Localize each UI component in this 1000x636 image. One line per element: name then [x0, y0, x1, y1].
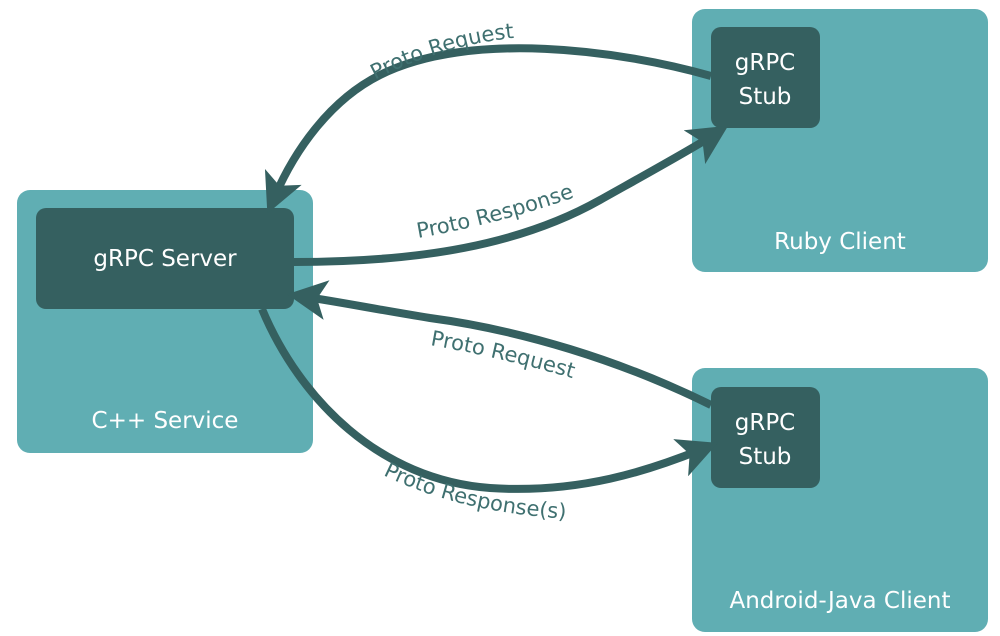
grpc-server-component [36, 208, 294, 309]
arrow-proto-request-ruby [264, 44, 713, 214]
label-proto-response-ruby: Proto Response [415, 179, 577, 243]
arrow-proto-response-ruby [293, 125, 729, 266]
android-client-node: gRPC Stub Android-Java Client [692, 368, 988, 632]
ruby-stub-label-line2: Stub [739, 84, 792, 110]
arrow-proto-response-android [258, 307, 718, 493]
android-stub-label-line2: Stub [739, 444, 792, 470]
android-client-label: Android-Java Client [730, 588, 951, 614]
android-grpc-stub-component [711, 387, 820, 488]
cpp-service-node: gRPC Server C++ Service [17, 190, 313, 453]
ruby-grpc-stub-component [711, 27, 820, 128]
ruby-client-node: gRPC Stub Ruby Client [692, 9, 988, 272]
ruby-client-label: Ruby Client [774, 229, 906, 255]
ruby-stub-label-line1: gRPC [735, 50, 796, 76]
cpp-service-label: C++ Service [92, 408, 239, 434]
grpc-server-label: gRPC Server [93, 246, 237, 272]
android-stub-label-line1: gRPC [735, 410, 796, 436]
arrow-proto-request-android [287, 280, 713, 409]
